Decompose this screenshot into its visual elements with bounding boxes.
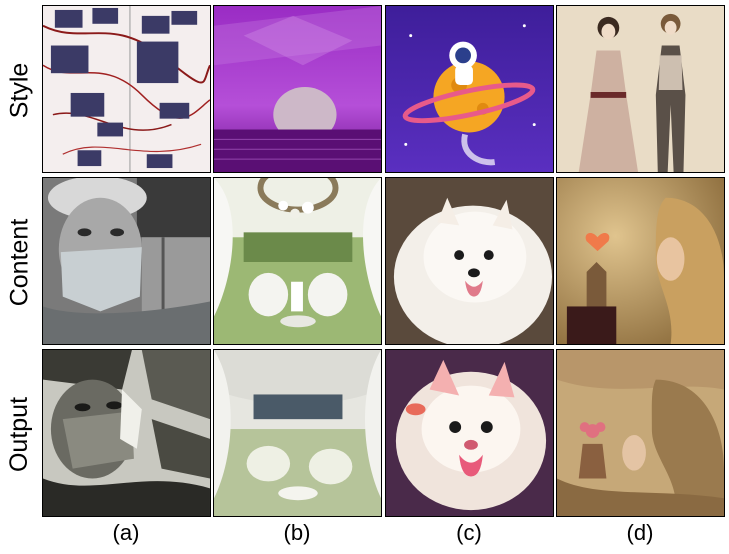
pomeranian-photo <box>386 178 553 344</box>
purple-lake-painting <box>214 6 381 172</box>
stylized-surgeon-output <box>43 350 210 516</box>
row-label-output: Output <box>5 396 34 472</box>
girl-with-heart-photo <box>557 178 724 344</box>
stylized-girl-output <box>557 350 724 516</box>
content-image-d <box>556 177 725 345</box>
style-image-c <box>385 5 554 173</box>
garden-wedding-photo <box>214 178 381 344</box>
style-image-b <box>213 5 382 173</box>
output-image-d <box>556 349 725 517</box>
astronaut-planet-illustration <box>386 6 553 172</box>
stylized-pomeranian-output <box>386 350 553 516</box>
stylized-garden-output <box>214 350 381 516</box>
abstract-brushstroke-painting <box>43 6 210 172</box>
column-label-a: (a) <box>112 520 140 545</box>
row-label-content: Content <box>5 218 34 306</box>
column-label-d: (d) <box>626 520 654 545</box>
surgeon-photo <box>43 178 210 344</box>
content-image-c <box>385 177 554 345</box>
row-label-style: Style <box>5 62 34 118</box>
fashion-sketch <box>557 6 724 172</box>
column-label-b: (b) <box>283 520 311 545</box>
style-image-a <box>42 5 211 173</box>
output-image-c <box>385 349 554 517</box>
content-image-a <box>42 177 211 345</box>
output-image-a <box>42 349 211 517</box>
column-label-c: (c) <box>456 520 482 545</box>
output-image-b <box>213 349 382 517</box>
style-image-d <box>556 5 725 173</box>
content-image-b <box>213 177 382 345</box>
